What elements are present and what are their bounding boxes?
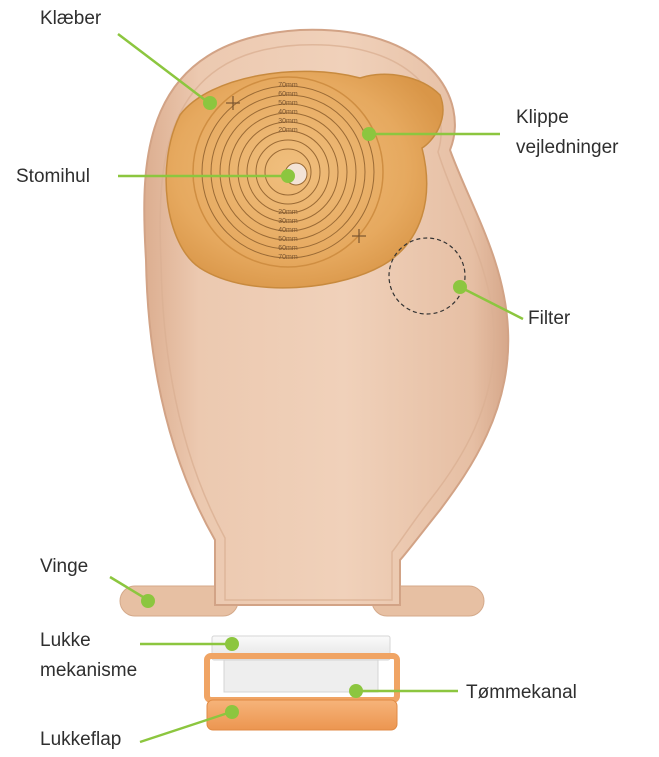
ring-scale-label: 30mm	[278, 118, 298, 125]
label-closure-line1: Lukke	[40, 628, 91, 653]
ring-scale-label: 20mm	[278, 127, 298, 134]
ring-scale-label: 50mm	[278, 236, 298, 243]
label-adhesive: Klæber	[40, 6, 101, 31]
ring-scale-label: 60mm	[278, 91, 298, 98]
ring-scale-label: 30mm	[278, 218, 298, 225]
label-stoma-hole: Stomihul	[16, 164, 90, 189]
label-closure-flap: Lukkeflap	[40, 727, 121, 752]
label-filter: Filter	[528, 306, 570, 331]
ring-scale-label: 70mm	[278, 254, 298, 261]
label-drain-channel: Tømmekanal	[466, 680, 577, 705]
ring-scale-label: 40mm	[278, 109, 298, 116]
label-cut-guides-line2: vejledninger	[516, 135, 618, 160]
ring-scale-label: 50mm	[278, 100, 298, 107]
ring-scale-label: 70mm	[278, 82, 298, 89]
ring-scale-label: 20mm	[278, 209, 298, 216]
label-wing: Vinge	[40, 554, 88, 579]
ring-scale-label: 60mm	[278, 245, 298, 252]
ring-scale-label: 40mm	[278, 227, 298, 234]
label-cut-guides-line1: Klippe	[516, 105, 569, 130]
label-closure-line2: mekanisme	[40, 658, 137, 683]
